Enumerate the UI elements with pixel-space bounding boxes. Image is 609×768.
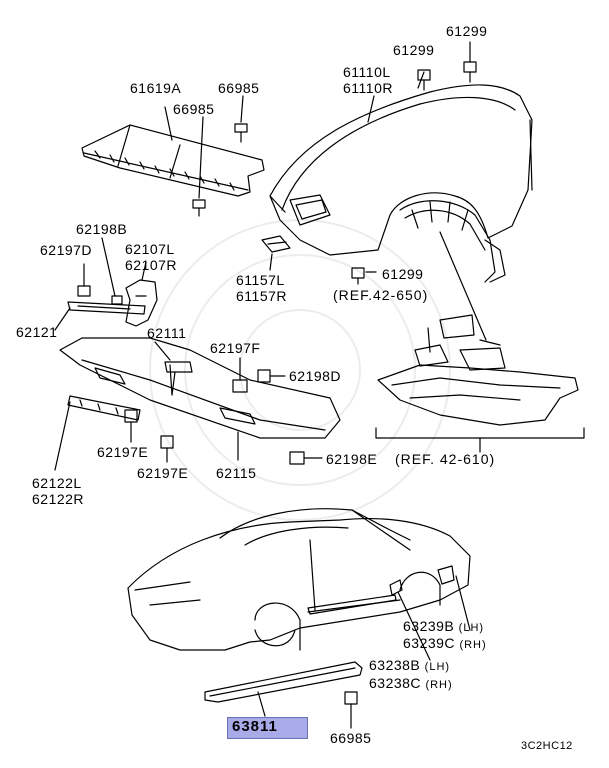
label-ref-42-650[interactable]: (REF.42-650): [333, 287, 429, 303]
label-62197E-b[interactable]: 62197E: [137, 465, 189, 481]
label-62197E-a[interactable]: 62197E: [97, 444, 149, 460]
label-62115[interactable]: 62115: [216, 465, 257, 481]
clip-62197F: [232, 379, 248, 393]
label-66985-c[interactable]: 66985: [330, 730, 372, 746]
diagram-code: 3C2HC12: [521, 740, 573, 752]
leader-62107: [141, 261, 147, 281]
leader-63239: [455, 575, 471, 631]
fender-garnish-61619A: [81, 124, 265, 197]
leader-66985-a: [198, 116, 204, 199]
label-61299-low[interactable]: 61299: [382, 266, 424, 282]
label-62198E[interactable]: 62198E: [326, 451, 378, 467]
label-62111[interactable]: 62111: [147, 325, 187, 341]
clip-62197E-a: [124, 409, 138, 423]
label-66985-a[interactable]: 66985: [173, 101, 215, 117]
leader-62121: [54, 307, 71, 331]
label-63239B[interactable]: 63239B (LH): [403, 618, 484, 636]
clip-62197E-b: [160, 435, 174, 449]
sill-moulding-63811: [204, 661, 363, 703]
label-61619A[interactable]: 61619A: [130, 80, 182, 96]
label-62122R[interactable]: 62122R: [32, 491, 85, 507]
leader-61619A: [164, 106, 173, 141]
label-63238C-side: (RH): [425, 679, 453, 691]
label-62107R[interactable]: 62107R: [125, 257, 178, 273]
leader-61110: [367, 95, 375, 123]
bolt-66985-b: [234, 123, 248, 143]
label-63238B-part: 63238B: [369, 657, 421, 673]
leader-62122: [54, 401, 71, 471]
stay-62107: [125, 279, 158, 327]
label-63238C-part: 63238C: [369, 675, 422, 691]
label-62121[interactable]: 62121: [16, 324, 58, 340]
label-63239C-side: (RH): [459, 639, 487, 651]
mudguard-63239: [389, 565, 455, 596]
label-66985-b[interactable]: 66985: [218, 80, 260, 96]
label-62197F[interactable]: 62197F: [210, 340, 261, 356]
clip-62197D: [77, 285, 91, 297]
label-62198B[interactable]: 62198B: [76, 221, 128, 237]
label-61157L[interactable]: 61157L: [236, 272, 285, 288]
bracket-61157: [261, 235, 291, 253]
leader-63238: [397, 591, 431, 661]
label-ref-42-610[interactable]: (REF. 42-610): [395, 451, 496, 467]
leader-61157: [269, 253, 273, 271]
clip-62198E: [289, 451, 305, 465]
label-63238C[interactable]: 63238C (RH): [369, 675, 453, 693]
label-63811[interactable]: 63811: [232, 718, 278, 735]
clip-62198D: [257, 369, 271, 383]
label-62198D[interactable]: 62198D: [289, 368, 342, 384]
leader-63811: [257, 691, 266, 717]
engine-undercover: [377, 314, 579, 426]
bolt-61299-low: [351, 267, 365, 285]
leader-fender-to-undercover: [439, 231, 487, 341]
clip-62198B: [111, 295, 123, 305]
front-fender-61110: [269, 84, 533, 283]
label-63239B-part: 63239B: [403, 618, 455, 634]
label-63239C-part: 63239C: [403, 635, 456, 651]
label-62107L[interactable]: 62107L: [125, 241, 175, 257]
leader-62111: [154, 341, 171, 361]
highlighted-part-box[interactable]: [227, 717, 308, 739]
bolt-66985-a: [192, 199, 206, 217]
side-moulding-63238: [307, 594, 397, 615]
label-61110R[interactable]: 61110R: [343, 80, 393, 96]
leader-66985-b: [240, 95, 244, 123]
label-63239B-side: (LH): [458, 622, 485, 634]
bracket-62111: [164, 361, 193, 396]
bolt-66985-c: [344, 691, 358, 717]
label-61157R[interactable]: 61157R: [236, 288, 288, 304]
front-lower-panel-62115: [59, 337, 341, 439]
leader-62198B: [101, 237, 116, 297]
label-62197D[interactable]: 62197D: [40, 242, 93, 258]
label-61299-mid[interactable]: 61299: [393, 42, 435, 58]
label-63239C[interactable]: 63239C (RH): [403, 635, 487, 653]
bolt-61299-mid: [417, 69, 431, 91]
bolt-61299-top: [463, 61, 477, 83]
bracket-62122: [67, 395, 141, 421]
label-63238B-side: (LH): [424, 661, 451, 673]
label-61299-top[interactable]: 61299: [446, 23, 488, 39]
watermark-emblem: [149, 219, 451, 521]
ref-bracket-42-610: [375, 427, 585, 439]
label-62122L[interactable]: 62122L: [32, 475, 82, 491]
bracket-62121: [67, 301, 146, 315]
label-63238B[interactable]: 63238B (LH): [369, 657, 450, 675]
label-61110L[interactable]: 61110L: [343, 64, 391, 80]
